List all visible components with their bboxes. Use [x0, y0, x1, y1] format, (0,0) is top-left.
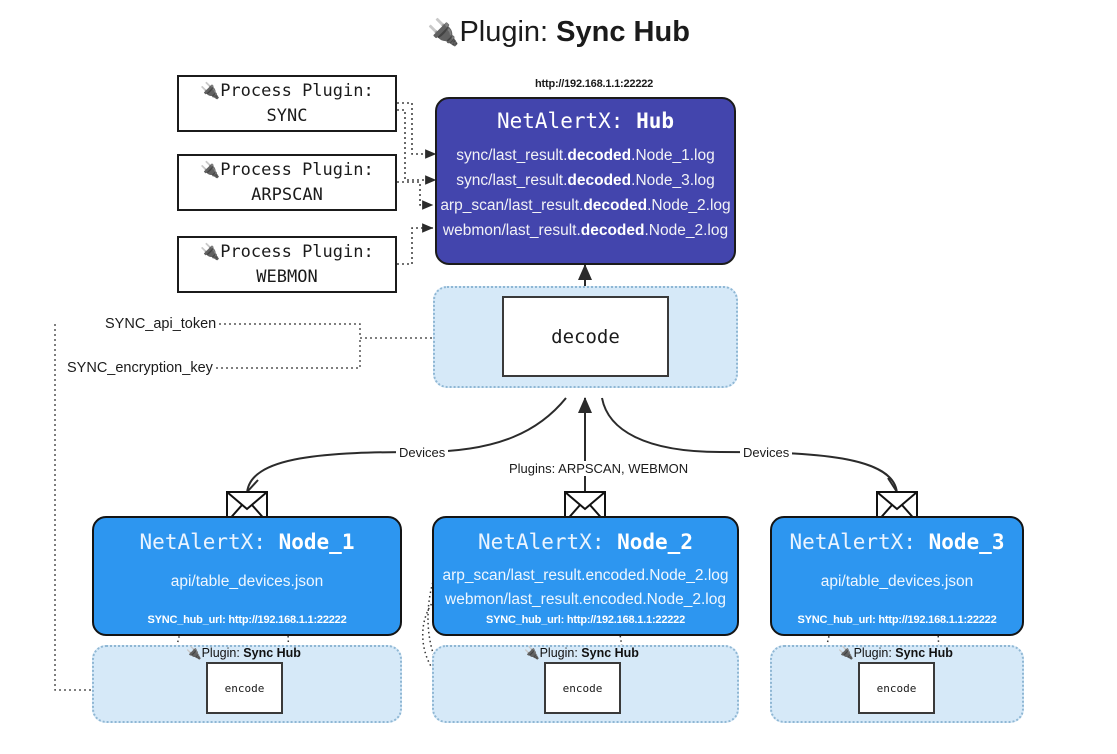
- process-plugin-name: WEBMON: [256, 266, 318, 287]
- electric-plug-icon: 🔌: [186, 645, 202, 660]
- node-box-node-1[interactable]: NetAlertX: Node_1 api/table_devices.json…: [92, 516, 402, 636]
- page-title: 🔌Plugin: Sync Hub: [0, 16, 1117, 49]
- secret-label-api-token: SYNC_api_token: [103, 316, 219, 332]
- node-resource-line: arp_scan/last_result.encoded.Node_2.log: [442, 567, 729, 584]
- process-plugin-box-sync[interactable]: 🔌Process Plugin: SYNC: [177, 75, 397, 132]
- encode-label: encode: [224, 681, 265, 695]
- hub-url-label: http://192.168.1.1:22222: [535, 78, 654, 90]
- decode-label: decode: [551, 325, 620, 348]
- electric-plug-icon: 🔌: [200, 80, 221, 100]
- electric-plug-icon: 🔌: [524, 645, 540, 660]
- node-title: NetAlertX: Node_3: [789, 530, 1005, 554]
- electric-plug-icon: 🔌: [200, 241, 221, 261]
- hub-log-line: arp_scan/last_result.decoded.Node_2.log: [440, 197, 731, 215]
- process-plugin-name: ARPSCAN: [251, 184, 323, 205]
- secret-label-encryption-key: SYNC_encryption_key: [65, 360, 215, 376]
- encode-panel-label-node-3: 🔌Plugin: Sync Hub: [838, 645, 953, 660]
- node-hub-url-footer: SYNC_hub_url: http://192.168.1.1:22222: [147, 614, 347, 626]
- node-box-node-3[interactable]: NetAlertX: Node_3 api/table_devices.json…: [770, 516, 1024, 636]
- electric-plug-icon: 🔌: [200, 159, 221, 179]
- process-plugin-label: Process Plugin:: [220, 159, 374, 180]
- node-resource-line: webmon/last_result.encoded.Node_2.log: [445, 591, 726, 609]
- encode-box-node-2[interactable]: encode: [544, 662, 621, 714]
- encode-panel-label-node-1: 🔌Plugin: Sync Hub: [186, 645, 301, 660]
- node-title: NetAlertX: Node_2: [478, 530, 693, 554]
- node-title: NetAlertX: Node_1: [139, 530, 355, 554]
- process-plugin-label: Process Plugin:: [220, 241, 374, 262]
- encode-box-node-1[interactable]: encode: [206, 662, 283, 714]
- hub-node-box[interactable]: NetAlertX: Hub sync/last_result.decoded.…: [435, 97, 736, 265]
- electric-plug-icon: 🔌: [427, 17, 460, 47]
- process-plugin-name: SYNC: [266, 105, 308, 126]
- node-resource-line: api/table_devices.json: [170, 573, 324, 590]
- node-hub-url-footer: SYNC_hub_url: http://192.168.1.1:22222: [797, 614, 997, 626]
- node-hub-url-footer: SYNC_hub_url: http://192.168.1.1:22222: [485, 614, 686, 626]
- edge-label-devices-right: Devices: [740, 445, 793, 460]
- encode-label: encode: [876, 681, 917, 695]
- title-strong: Sync Hub: [556, 16, 690, 48]
- hub-title: NetAlertX: Hub: [496, 109, 674, 133]
- process-plugin-box-arpscan[interactable]: 🔌Process Plugin: ARPSCAN: [177, 154, 397, 211]
- edge-label-devices-left: Devices: [396, 445, 449, 460]
- decode-box[interactable]: decode: [502, 296, 669, 377]
- edge-label-plugins-center: Plugins: ARPSCAN, WEBMON: [506, 461, 692, 476]
- electric-plug-icon: 🔌: [838, 645, 854, 660]
- hub-log-line: webmon/last_result.decoded.Node_2.log: [442, 222, 729, 240]
- hub-log-line: sync/last_result.decoded.Node_1.log: [456, 147, 715, 164]
- process-plugin-box-webmon[interactable]: 🔌Process Plugin: WEBMON: [177, 236, 397, 293]
- process-plugin-label: Process Plugin:: [220, 80, 374, 101]
- encode-label: encode: [562, 681, 603, 695]
- title-lead: Plugin:: [459, 16, 557, 48]
- node-box-node-2[interactable]: NetAlertX: Node_2 arp_scan/last_result.e…: [432, 516, 739, 636]
- node-resource-line: api/table_devices.json: [820, 573, 974, 590]
- encode-panel-label-node-2: 🔌Plugin: Sync Hub: [524, 645, 639, 660]
- encode-box-node-3[interactable]: encode: [858, 662, 935, 714]
- hub-log-line: sync/last_result.decoded.Node_3.log: [456, 172, 715, 190]
